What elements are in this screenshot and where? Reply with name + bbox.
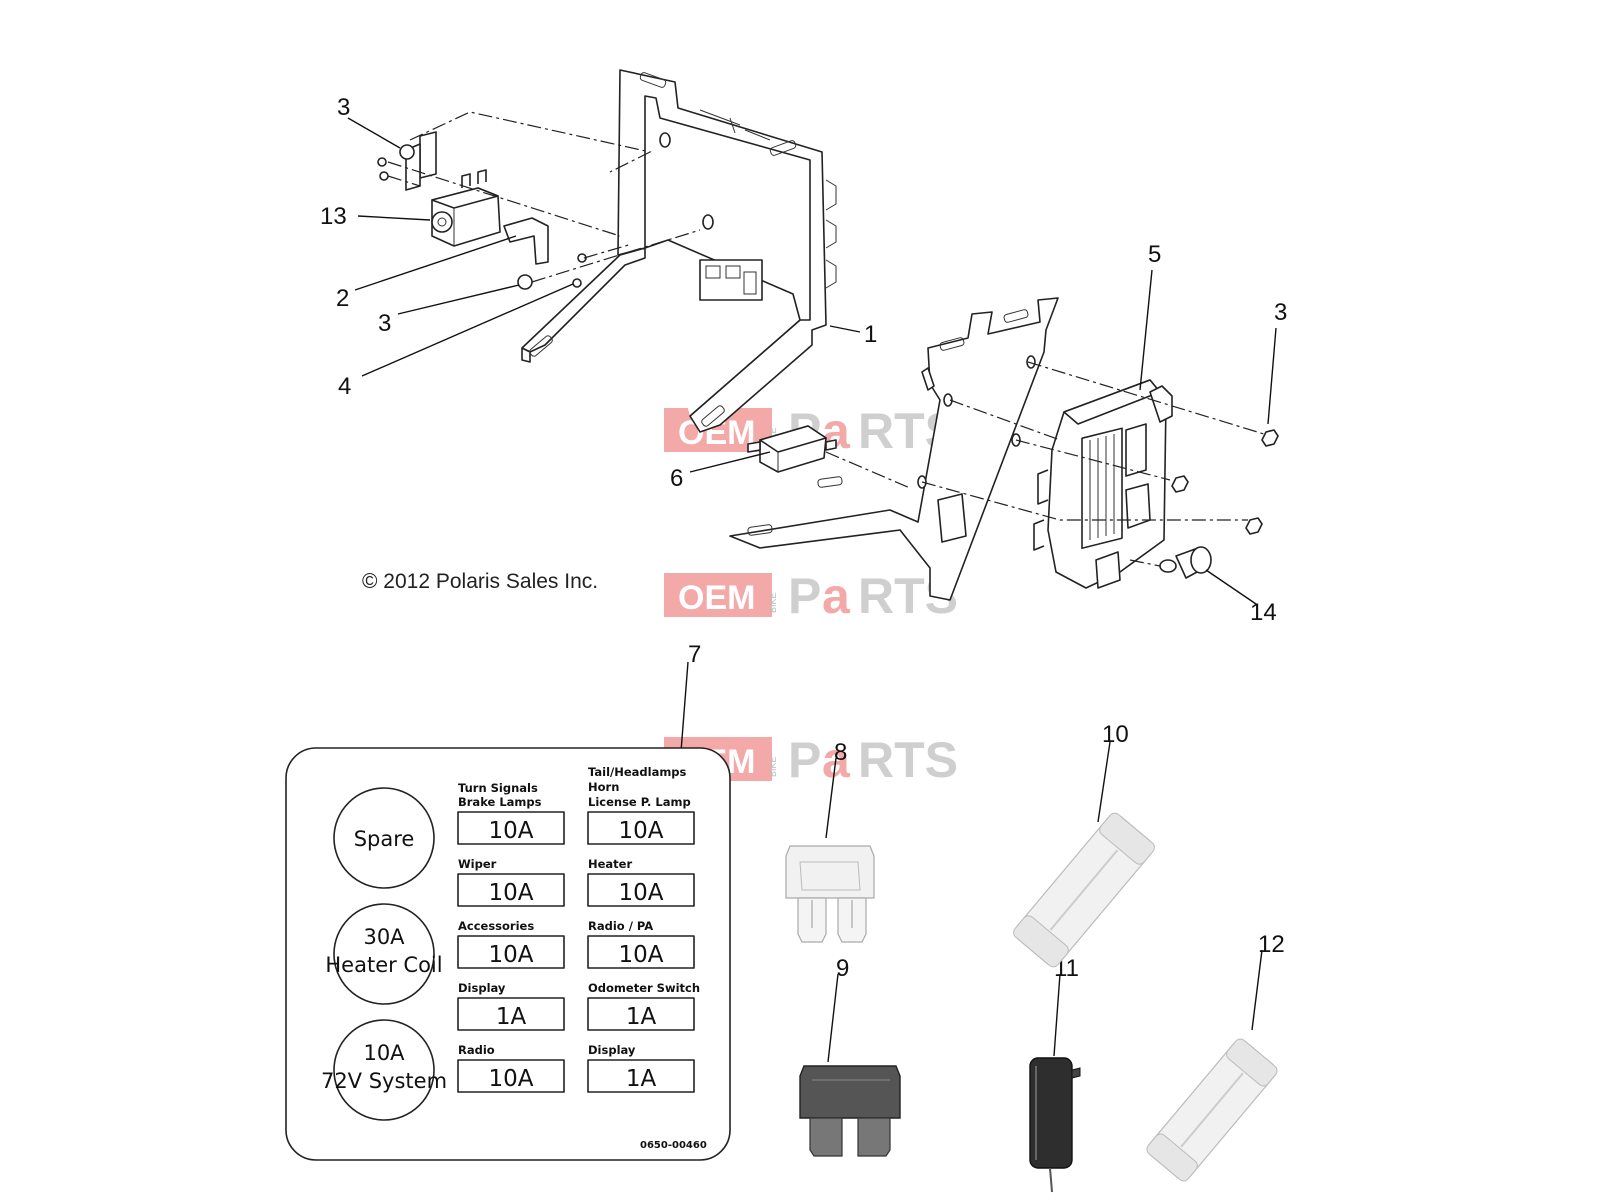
fuse-label: Spare 30A Heater Coil 10A 72V System Tur… xyxy=(285,747,731,1161)
svg-text:Brake Lamps: Brake Lamps xyxy=(458,795,542,809)
svg-text:Accessories: Accessories xyxy=(458,919,534,933)
bracket-main xyxy=(521,69,837,433)
fuse-block xyxy=(1033,379,1173,589)
assembly-lines xyxy=(387,111,1265,567)
callout-8: 8 xyxy=(834,739,847,766)
svg-text:10A: 10A xyxy=(363,1041,405,1065)
svg-text:License P. Lamp: License P. Lamp xyxy=(588,795,691,809)
callout-2: 2 xyxy=(336,285,349,312)
svg-text:a: a xyxy=(822,732,851,788)
svg-text:10A: 10A xyxy=(618,942,663,968)
svg-text:1A: 1A xyxy=(626,1066,657,1092)
svg-text:Wiper: Wiper xyxy=(458,857,497,871)
label-circle-72v-system: 10A 72V System xyxy=(321,1019,447,1121)
svg-text:P: P xyxy=(788,732,821,788)
glass-tube-fuse-small xyxy=(1146,1038,1278,1182)
svg-text:10A: 10A xyxy=(488,1066,533,1092)
callout-14: 14 xyxy=(1250,599,1277,626)
callout-13: 13 xyxy=(320,203,347,230)
label-part-code: 0650-00460 xyxy=(640,1140,707,1151)
label-left-row-2: Wiper 10A xyxy=(457,857,565,907)
copyright-text: © 2012 Polaris Sales Inc. xyxy=(362,570,598,593)
callout-3: 3 xyxy=(378,310,391,337)
callout-5: 5 xyxy=(1148,241,1161,268)
svg-text:BIKE: BIKE xyxy=(768,756,778,777)
svg-text:a: a xyxy=(822,568,851,624)
label-right-row-3: Radio / PA 10A xyxy=(587,919,695,969)
svg-text:Tail/Headlamps: Tail/Headlamps xyxy=(588,765,687,779)
callout-9: 9 xyxy=(836,955,849,982)
svg-text:Heater: Heater xyxy=(588,857,632,871)
callout-3: 3 xyxy=(337,94,350,121)
nut-right-group xyxy=(1171,429,1279,535)
svg-text:RTS: RTS xyxy=(858,732,958,788)
svg-text:72V System: 72V System xyxy=(321,1069,447,1093)
svg-text:Spare: Spare xyxy=(354,827,415,851)
label-right-row-5: Display 1A xyxy=(587,1043,695,1093)
svg-text:Horn: Horn xyxy=(588,780,619,794)
watermark-middle: OEM BIKE P a RTS xyxy=(664,568,958,624)
nut-icon xyxy=(517,274,533,290)
callout-3: 3 xyxy=(1274,299,1287,326)
svg-text:Heater Coil: Heater Coil xyxy=(325,953,442,977)
label-left-row-5: Radio 10A xyxy=(457,1043,565,1093)
svg-text:BIKE: BIKE xyxy=(768,592,778,613)
blade-fuse-dark xyxy=(799,1065,901,1157)
svg-text:1A: 1A xyxy=(496,1004,527,1030)
label-circle-spare: Spare xyxy=(333,787,435,889)
svg-text:Radio: Radio xyxy=(458,1043,495,1057)
callout-4: 4 xyxy=(338,373,351,400)
svg-text:Display: Display xyxy=(588,1043,636,1057)
label-right-row-2: Heater 10A xyxy=(587,857,695,907)
label-left-row-1: Turn Signals Brake Lamps 10A xyxy=(457,781,565,845)
svg-text:10A: 10A xyxy=(618,818,663,844)
glass-tube-fuse-large xyxy=(1013,812,1155,968)
solenoid-assembly xyxy=(377,131,587,290)
svg-text:10A: 10A xyxy=(618,880,663,906)
callout-7: 7 xyxy=(688,641,701,668)
nut-icon xyxy=(1261,429,1279,447)
callout-10: 10 xyxy=(1102,721,1129,748)
label-circle-heater-coil: 30A Heater Coil xyxy=(325,903,443,1005)
callout-1: 1 xyxy=(864,321,877,348)
callout-12: 12 xyxy=(1258,931,1285,958)
blade-fuse-clear xyxy=(785,845,875,943)
nut-icon xyxy=(399,144,415,160)
svg-text:10A: 10A xyxy=(488,942,533,968)
label-right-row-1: Tail/Headlamps Horn License P. Lamp 10A xyxy=(587,765,695,845)
cylinder-fuse xyxy=(1029,1057,1081,1193)
svg-text:P: P xyxy=(788,568,821,624)
leader-lines xyxy=(347,117,1277,1063)
label-left-row-3: Accessories 10A xyxy=(457,919,565,969)
circuit-breaker xyxy=(747,425,837,473)
callout-numbers: 3 13 2 3 4 1 5 3 6 14 7 8 10 9 11 12 xyxy=(320,94,1287,982)
svg-text:Odometer Switch: Odometer Switch xyxy=(588,981,700,995)
svg-text:10A: 10A xyxy=(488,818,533,844)
svg-text:OEM: OEM xyxy=(678,579,755,617)
label-left-row-4: Display 1A xyxy=(457,981,565,1031)
svg-text:10A: 10A xyxy=(488,880,533,906)
cap-part xyxy=(1159,546,1212,579)
callout-6: 6 xyxy=(670,465,683,492)
svg-text:Turn Signals: Turn Signals xyxy=(458,781,538,795)
label-right-row-4: Odometer Switch 1A xyxy=(587,981,700,1031)
fuse-block-bracket xyxy=(729,297,1059,601)
svg-text:Display: Display xyxy=(458,981,506,995)
svg-text:30A: 30A xyxy=(363,925,405,949)
svg-text:Radio / PA: Radio / PA xyxy=(588,919,653,933)
svg-text:1A: 1A xyxy=(626,1004,657,1030)
